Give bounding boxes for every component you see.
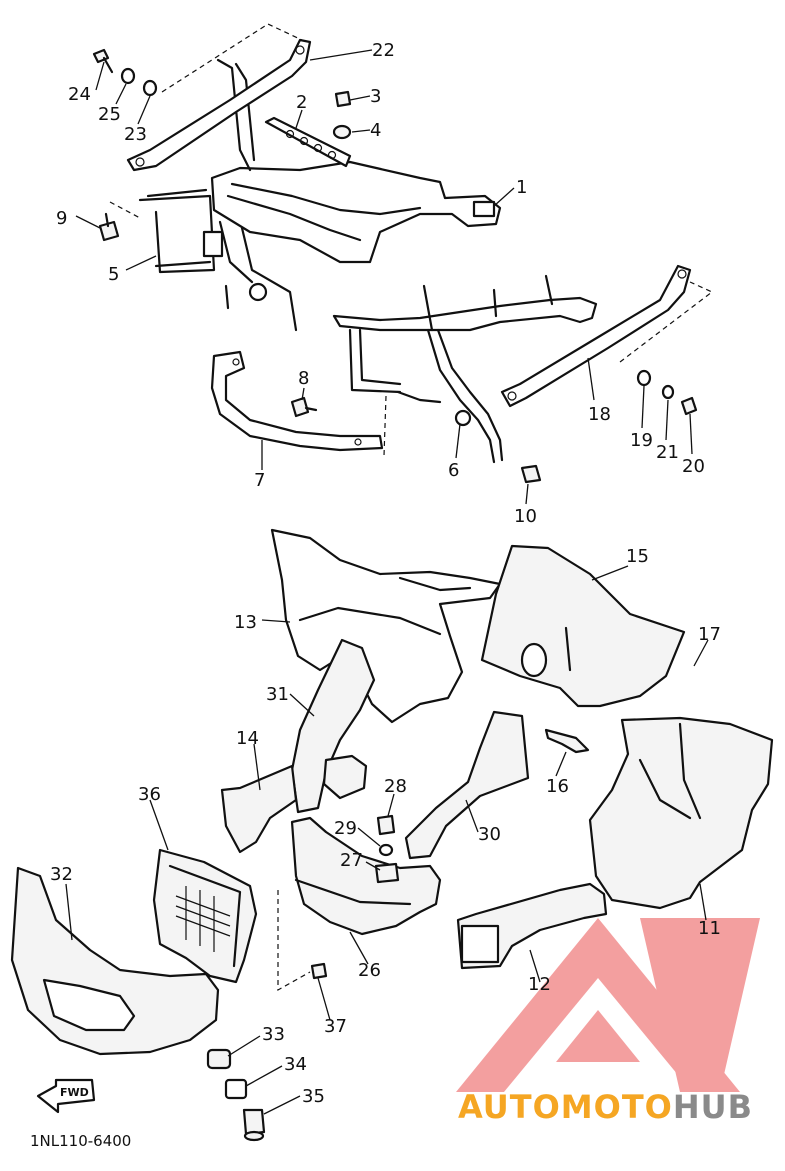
callout-numbers: 1 2 3 4 5 6 7 8 9 10 11 12 13 14 15 16 1… [50, 40, 721, 1107]
part-36-panel [152, 848, 258, 984]
hardware-bottom [206, 962, 328, 1142]
part-30-duct [404, 710, 530, 860]
callout-3: 3 [370, 86, 381, 107]
callout-28: 28 [384, 776, 407, 797]
callout-19: 19 [630, 430, 653, 451]
callout-16: 16 [546, 776, 569, 797]
part-7-bracket [210, 350, 384, 452]
watermark-moto: MOTO [561, 1088, 673, 1126]
callout-23: 23 [124, 124, 147, 145]
callout-37: 37 [324, 1016, 347, 1037]
callout-33: 33 [262, 1024, 285, 1045]
part-2-bracket [264, 116, 352, 168]
callout-24: 24 [68, 84, 91, 105]
callout-9: 9 [56, 208, 67, 229]
part-12-duct [456, 882, 608, 970]
watermark-logo [456, 918, 760, 1092]
callout-22: 22 [372, 40, 395, 61]
callout-10: 10 [514, 506, 537, 527]
part-13-cowling [270, 528, 502, 724]
callout-29: 29 [334, 818, 357, 839]
callout-4: 4 [370, 120, 381, 141]
callout-18: 18 [588, 404, 611, 425]
part-6-frame [332, 274, 598, 464]
callout-14: 14 [236, 728, 259, 749]
callout-27: 27 [340, 850, 363, 871]
part-16-clip [544, 728, 590, 754]
callout-2: 2 [296, 92, 307, 113]
callout-1: 1 [516, 177, 527, 198]
callout-12: 12 [528, 974, 551, 995]
callout-26: 26 [358, 960, 381, 981]
part-32-cowling [10, 866, 220, 1056]
part-5-bracket [138, 188, 224, 274]
logo-center-mark [556, 1010, 640, 1062]
hardware-top-left [92, 48, 352, 242]
callout-36: 36 [138, 784, 161, 805]
callout-35: 35 [302, 1086, 325, 1107]
watermark-text: AUTOMOTOHUB [458, 1088, 753, 1126]
part-26-duct [290, 816, 442, 936]
part-18-stay [500, 264, 692, 408]
callout-34: 34 [284, 1054, 307, 1075]
part-14-duct [220, 764, 298, 854]
fwd-label: FWD [60, 1086, 89, 1099]
reference-dashes [109, 23, 714, 992]
hardware-right [290, 369, 698, 484]
callout-15: 15 [626, 546, 649, 567]
part-22-stay [126, 38, 312, 172]
fwd-arrow: FWD [36, 1078, 96, 1114]
part-31-duct [290, 638, 376, 814]
callout-17: 17 [698, 624, 721, 645]
callout-32: 32 [50, 864, 73, 885]
part-15-panel [480, 544, 686, 708]
callout-30: 30 [478, 824, 501, 845]
callout-21: 21 [656, 442, 679, 463]
callout-13: 13 [234, 612, 257, 633]
hardware-mid [374, 814, 400, 884]
callout-5: 5 [108, 264, 119, 285]
callout-7: 7 [254, 470, 265, 491]
callout-6: 6 [448, 460, 459, 481]
watermark-auto: AUTO [458, 1088, 561, 1126]
callout-25: 25 [98, 104, 121, 125]
grommet [322, 754, 368, 800]
logo-right-stroke [640, 918, 760, 1092]
part-1-frame [210, 58, 502, 332]
callout-11: 11 [698, 918, 721, 939]
leader-lines [65, 49, 709, 1115]
callout-20: 20 [682, 456, 705, 477]
part-11-cover [588, 716, 774, 910]
watermark-hub: HUB [673, 1088, 753, 1126]
part-code: 1NL110-6400 [30, 1132, 131, 1150]
callout-31: 31 [266, 684, 289, 705]
callout-8: 8 [298, 368, 309, 389]
